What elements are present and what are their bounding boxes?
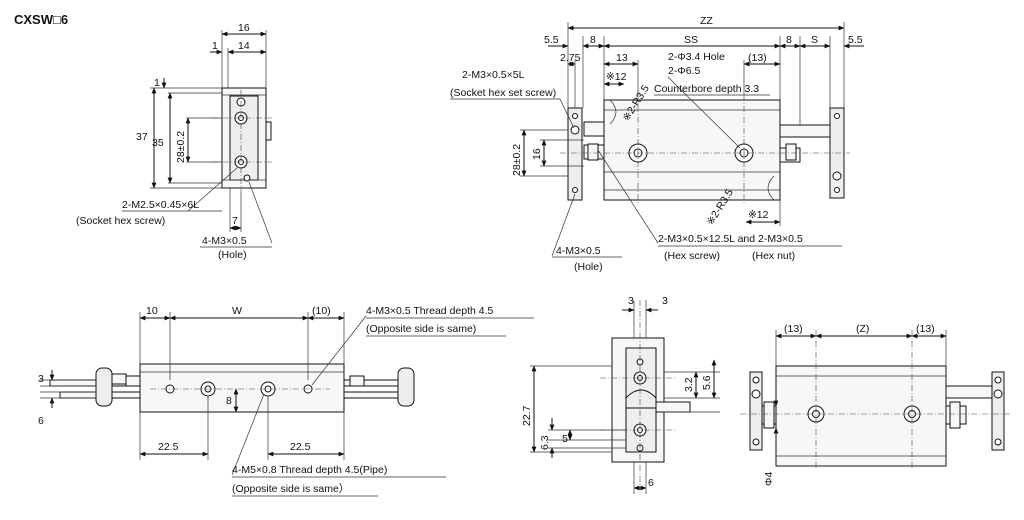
dim-10: 10 (146, 305, 158, 317)
end-view-rod (655, 401, 691, 413)
dim-8a: 8 (590, 34, 596, 46)
top-rod-right (779, 124, 831, 138)
dim-5-5b: 5.5 (848, 34, 863, 46)
callout-hole-1: (Hole) (218, 249, 247, 261)
dim-13-left: (13) (784, 323, 803, 335)
top2-body (775, 365, 947, 467)
callout-hex-screw: (Hex screw) (664, 250, 720, 262)
dim-2-75: 2.75 (560, 52, 581, 64)
dim-13-right: (13) (916, 323, 935, 335)
callout-m3-set: 2-M3×0.5×5L (462, 69, 525, 81)
dim-35: 35 (152, 137, 164, 149)
dim-s: S (811, 34, 818, 46)
side-rail (265, 121, 272, 141)
dim-10-ref: (10) (312, 305, 331, 317)
callout-thread-4-5: 4-M3×0.5 Thread depth 4.5 (366, 305, 494, 317)
dim-8: 8 (226, 395, 232, 407)
dim-16: 16 (238, 22, 250, 34)
callout-m5: 4-M5×0.8 Thread depth 4.5(Pipe) (232, 464, 387, 476)
dim-z: (Z) (856, 323, 869, 335)
dim-37: 37 (136, 131, 148, 143)
callout-opposite-2: (Opposite side is same） (232, 483, 349, 495)
dim-phi4: Φ4 (763, 472, 775, 486)
callout-m3-hole-2: 4-M3×0.5 (556, 245, 601, 257)
dim-1: 1 (212, 40, 218, 52)
callout-hex-nut: (Hex nut) (752, 250, 795, 262)
hex-nut-left (587, 143, 599, 161)
callout-set-screw: (Socket hex set screw) (450, 87, 556, 99)
end-view: 3 3 22.7 3.2 5.6 6.3 5 6 (521, 295, 720, 494)
callout-counterbore: Counterbore depth 3.3 (654, 83, 759, 95)
callout-phi-6-5: 2-Φ6.5 (668, 65, 700, 77)
dim-zz: ZZ (700, 15, 713, 27)
dim-6-3: 6.3 (539, 435, 551, 450)
dim-14: 14 (238, 40, 250, 52)
dim-16-b: 16 (531, 148, 543, 160)
dim-6-end: 6 (648, 477, 654, 489)
dim-13: 13 (616, 52, 628, 64)
top2-rod-right (945, 385, 993, 399)
dim-8b: 8 (786, 34, 792, 46)
dim-5-6: 5.6 (701, 375, 713, 390)
callout-hole-3-4: 2-Φ3.4 Hole (668, 51, 725, 63)
dim-22-7: 22.7 (521, 405, 533, 426)
callout-m3-hex: 2-M3×0.5×12.5L and 2-M3×0.5 (658, 233, 803, 245)
top2-end-left (749, 371, 763, 451)
top2-end-right (991, 371, 1005, 451)
callout-hole-2: (Hole) (574, 261, 603, 273)
dim-3b: 3 (662, 295, 668, 307)
dim-5: 5 (562, 433, 568, 445)
dim-28: 28±0.2 (175, 131, 187, 163)
dim-3-2: 3.2 (683, 377, 695, 392)
top2-nut-left (763, 401, 775, 429)
front-view: 10 W (10) 4-M3×0.5 Thread depth 4.5 (Opp… (38, 305, 534, 497)
drawing-title: CXSW□6 (14, 12, 68, 27)
front-end-left (95, 367, 113, 407)
callout-socket-hex-screw: (Socket hex screw) (76, 215, 165, 227)
callout-m3-hole: 4-M3×0.5 (202, 235, 247, 247)
dim-13-ref: (13) (748, 52, 767, 64)
dim-22-5b: 22.5 (290, 441, 311, 453)
hex-nut-right (785, 143, 797, 161)
callout-opposite-1: (Opposite side is same) (366, 323, 476, 335)
side-view: 16 14 1 37 35 28±0.2 1 7 2-M2.5×0.45×6L … (76, 22, 273, 261)
top-view: ZZ 8 SS 8 S 5.5 5.5 2.75 13 (13) ※12 2-Φ… (450, 15, 864, 273)
dim-6: 6 (38, 415, 44, 427)
end-plate-left (567, 107, 583, 201)
dim-7: 7 (232, 215, 238, 227)
dim-3: 3 (38, 373, 44, 385)
dim-x12a: ※12 (606, 71, 627, 83)
dim-1-top: 1 (154, 77, 160, 89)
front-end-right (397, 367, 415, 407)
dim-28-b: 28±0.2 (511, 144, 523, 176)
dim-w: W (232, 305, 242, 317)
top-view-2: (13) (Z) (13) Φ4 (740, 323, 1010, 486)
dim-22-5a: 22.5 (158, 441, 179, 453)
dim-ss: SS (684, 34, 698, 46)
callout-m25: 2-M2.5×0.45×6L (122, 199, 199, 211)
dim-3a: 3 (628, 295, 634, 307)
top-rod-left (583, 121, 605, 137)
dim-5-5a: 5.5 (544, 34, 559, 46)
dim-x12b: ※12 (748, 209, 769, 221)
top2-nut-right (949, 401, 961, 429)
